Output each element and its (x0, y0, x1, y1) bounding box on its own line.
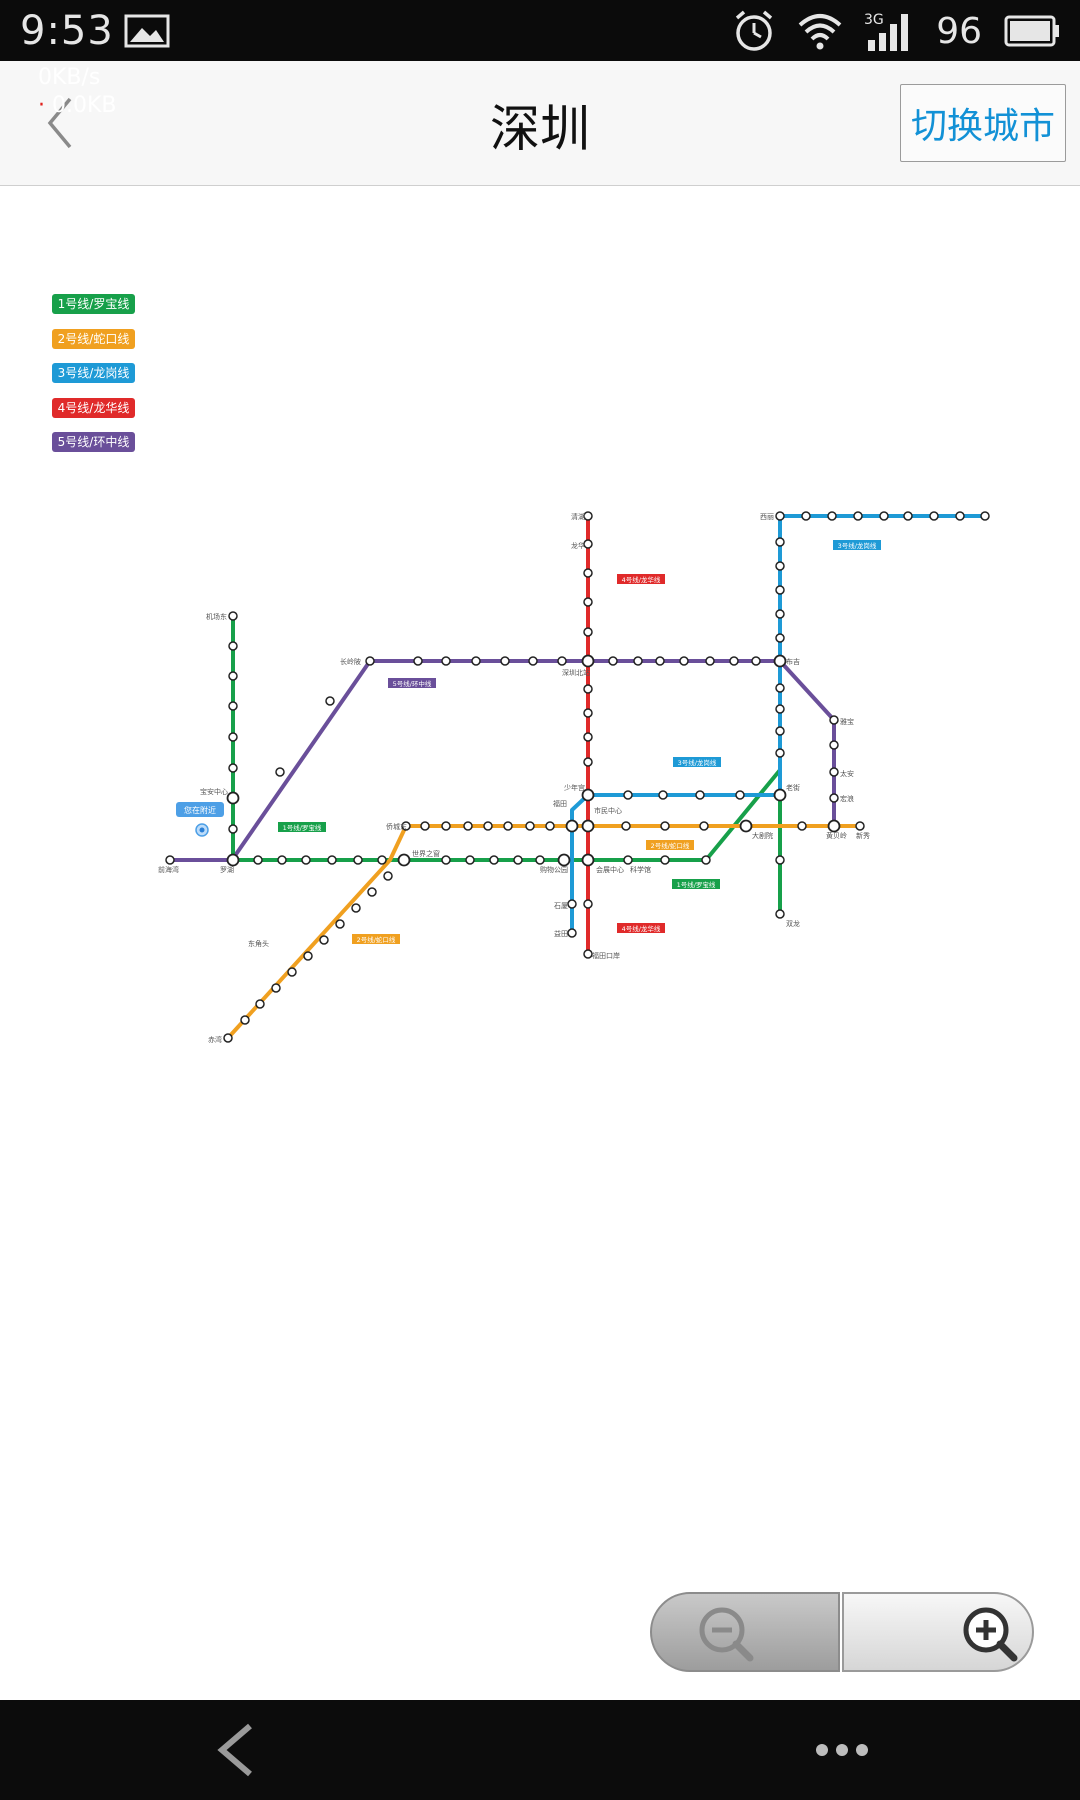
wifi-icon (798, 14, 842, 50)
zoom-in-icon (963, 1607, 1018, 1662)
svg-text:布吉: 布吉 (786, 657, 800, 666)
svg-text:3G: 3G (864, 12, 884, 28)
chevron-left-icon[interactable] (30, 87, 90, 159)
svg-text:4号线/龙华线: 4号线/龙华线 (622, 575, 661, 584)
svg-text:科学馆: 科学馆 (630, 865, 651, 874)
subway-map-canvas: 清湖 龙华 深圳北站 福田 市民中心 会展中心 购物公园 少年宫 老街 大剧院 … (158, 511, 990, 1044)
svg-text:老街: 老街 (786, 783, 800, 792)
zoom-control (650, 1592, 1034, 1672)
svg-text:深圳北站: 深圳北站 (562, 668, 590, 677)
svg-text:您在附近: 您在附近 (184, 805, 216, 815)
image-icon (124, 14, 170, 48)
navigation-bar (0, 1700, 1080, 1800)
svg-text:石厦: 石厦 (554, 902, 568, 910)
svg-text:会展中心: 会展中心 (596, 865, 624, 874)
zoom-out-icon (699, 1607, 754, 1662)
svg-text:黄贝岭: 黄贝岭 (826, 831, 847, 840)
svg-text:龙华: 龙华 (571, 541, 585, 550)
status-bar: 9:53 3G 96 (0, 0, 1080, 61)
subway-map[interactable]: 1号线/罗宝线 2号线/蛇口线 3号线/龙岗线 4号线/龙华线 5号线/环中线 (0, 186, 1080, 1700)
line-5-path (168, 659, 836, 862)
svg-text:5号线/环中线: 5号线/环中线 (393, 679, 432, 688)
svg-text:3号线/龙岗线: 3号线/龙岗线 (678, 758, 717, 767)
current-location-marker: 您在附近 (176, 802, 224, 837)
svg-text:机场东: 机场东 (206, 612, 227, 621)
status-time: 9:53 (20, 8, 114, 54)
more-dots-icon[interactable] (812, 1740, 872, 1760)
page-title: 深圳 (490, 100, 590, 158)
svg-text:2号线/蛇口线: 2号线/蛇口线 (357, 935, 396, 944)
svg-text:罗湖: 罗湖 (220, 865, 234, 874)
svg-text:世界之窗: 世界之窗 (412, 849, 440, 858)
svg-text:宏浪: 宏浪 (840, 794, 854, 803)
app-header: 深圳 切换城市 (0, 61, 1080, 186)
svg-text:侨城东: 侨城东 (386, 822, 407, 831)
status-right-group: 3G 96 (732, 6, 1060, 56)
svg-text:长岭陂: 长岭陂 (340, 657, 361, 666)
svg-text:太安: 太安 (840, 769, 854, 778)
svg-text:少年宫: 少年宫 (564, 783, 585, 792)
svg-text:1号线/罗宝线: 1号线/罗宝线 (677, 880, 716, 889)
svg-text:前海湾: 前海湾 (158, 865, 179, 874)
svg-text:益田: 益田 (554, 929, 568, 938)
svg-text:1号线/罗宝线: 1号线/罗宝线 (283, 823, 322, 832)
net-speed: 0KB/s · 0.0KB (38, 65, 117, 118)
svg-text:4号线/龙华线: 4号线/龙华线 (622, 924, 661, 933)
alarm-icon (736, 10, 773, 51)
switch-city-button[interactable]: 切换城市 (900, 84, 1066, 162)
svg-text:福田: 福田 (553, 799, 567, 808)
legend-line-2: 2号线/蛇口线 (52, 328, 135, 349)
svg-text:东角头: 东角头 (248, 939, 269, 948)
svg-text:购物公园: 购物公园 (540, 865, 568, 874)
svg-text:宝安中心: 宝安中心 (200, 787, 228, 796)
svg-text:大剧院: 大剧院 (752, 831, 773, 840)
svg-text:清湖: 清湖 (571, 512, 585, 521)
legend-line-1: 1号线/罗宝线 (52, 294, 135, 314)
svg-text:市民中心: 市民中心 (594, 806, 622, 815)
legend-line-4: 4号线/龙华线 (52, 397, 135, 418)
signal-icon: 3G (864, 12, 909, 51)
zoom-in-button[interactable] (842, 1592, 1034, 1672)
battery-icon (1004, 15, 1059, 47)
svg-text:赤湾: 赤湾 (208, 1035, 222, 1044)
battery-percent: 96 (936, 10, 982, 52)
legend-line-3: 3号线/龙岗线 (52, 363, 135, 383)
zoom-out-button[interactable] (650, 1592, 840, 1672)
svg-text:双龙: 双龙 (786, 919, 800, 928)
svg-text:3号线/龙岗线: 3号线/龙岗线 (838, 541, 877, 550)
svg-text:2号线/蛇口线: 2号线/蛇口线 (651, 841, 690, 850)
svg-text:雅宝: 雅宝 (840, 717, 854, 726)
svg-text:福田口岸: 福田口岸 (592, 951, 620, 960)
map-legend: 1号线/罗宝线 2号线/蛇口线 3号线/龙岗线 4号线/龙华线 5号线/环中线 (52, 294, 135, 467)
svg-text:新秀: 新秀 (856, 831, 870, 840)
legend-line-5: 5号线/环中线 (52, 432, 135, 452)
svg-text:西丽: 西丽 (760, 513, 774, 521)
nav-back-icon[interactable] (214, 1722, 258, 1778)
